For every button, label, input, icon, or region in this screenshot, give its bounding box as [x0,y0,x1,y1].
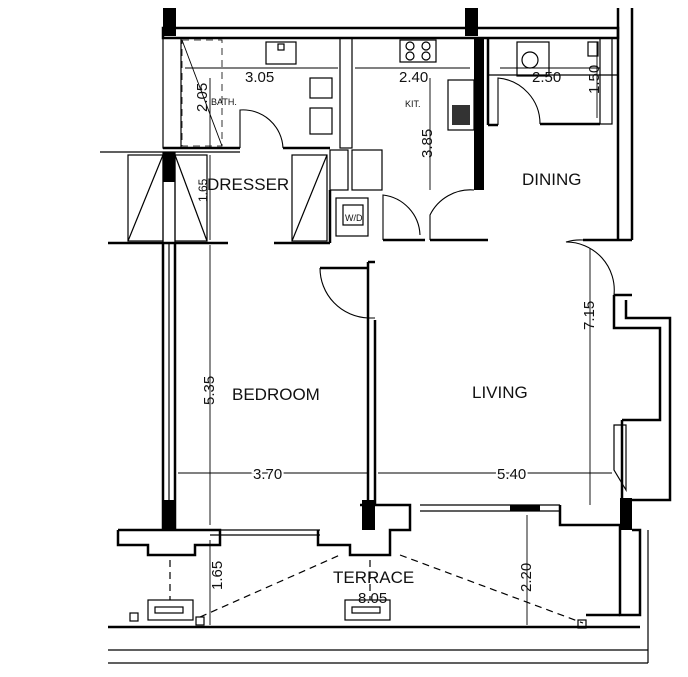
toilet [309,107,333,135]
dim-715: 7.15 [581,301,598,330]
dim-240: 2.40 [399,69,428,86]
dim-150: 1.50 [586,65,603,94]
dim-220: 2.20 [518,563,535,592]
room-labels: BATH. KIT. W/D DRESSER DINING BEDROOM LI… [207,97,582,587]
bath-left-wall [162,37,182,149]
stove [399,39,437,63]
label-kit: KIT. [405,99,421,109]
label-dresser: DRESSER [207,175,289,194]
dim-250: 2.50 [532,69,561,86]
dining-door [497,77,541,125]
walls [100,8,672,664]
top-wall-column-right [465,8,478,36]
bath-right-wall [339,37,353,149]
dim-805: 8.05 [358,590,387,607]
label-terrace: TERRACE [333,568,414,587]
dim-385: 3.85 [419,129,436,158]
doors [239,77,615,319]
kitchen-sink [447,79,475,131]
label-living: LIVING [472,383,528,402]
bedroom-door [319,267,375,319]
label-bath: BATH. [211,97,237,107]
top-wall [161,26,620,40]
living-right-column [620,498,632,530]
label-dining: DINING [522,170,582,189]
bath-door [239,109,284,149]
dresser-left-column [163,152,175,182]
wd-door [382,194,421,240]
dim-540: 5.40 [497,466,526,483]
fixtures [181,39,599,237]
dimension-lines [169,42,612,625]
dim-535: 5.35 [201,376,218,405]
bath-sink [265,41,297,65]
wardrobe-right [291,154,328,242]
label-wd: W/D [345,213,363,223]
washer-dryer [335,197,369,237]
living-door [565,239,615,296]
dimension-labels: 3.05 2.05 2.40 3.85 2.50 1.50 1.65 7.15 … [194,65,603,607]
dim-165-terrace: 1.65 [209,561,226,590]
top-wall-column-left [163,8,176,36]
dim-205: 2.05 [194,83,211,112]
kitchen-door [429,189,475,240]
bedroom-left-column [163,500,175,530]
bidet [309,77,333,99]
dim-165-dresser: 1.65 [196,178,210,202]
dining-sink [521,51,539,69]
dim-305: 3.05 [245,69,274,86]
label-bedroom: BEDROOM [232,385,320,404]
wardrobe-left [127,154,164,242]
dim-370: 3.70 [253,466,282,483]
